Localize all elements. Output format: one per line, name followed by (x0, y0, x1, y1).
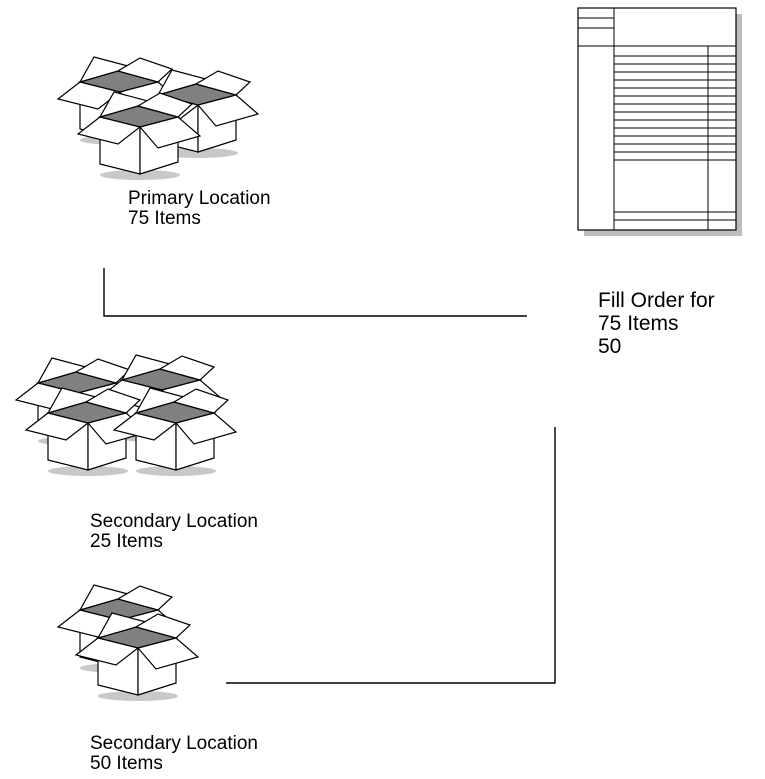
secondary-location-2-name: Secondary Location (90, 733, 258, 754)
primary-location-label: Primary Location 75 Items (128, 189, 271, 229)
fill-order-line-2: 75 Items (598, 312, 679, 335)
secondary-location-1-name: Secondary Location (90, 511, 258, 532)
secondary-box-stack-2 (58, 585, 198, 701)
secondary-location-1-quantity: 25 Items (90, 531, 163, 552)
primary-box-stack (58, 57, 258, 180)
primary-location-name: Primary Location (128, 188, 271, 209)
primary-location-quantity: 75 Items (128, 208, 201, 229)
secondary-location-2-quantity: 50 Items (90, 753, 163, 774)
fill-order-line-1: Fill Order for (598, 289, 715, 312)
secondary-connector (226, 427, 555, 683)
secondary-location-2-label: Secondary Location 50 Items (90, 734, 258, 774)
order-form-icon (578, 8, 742, 236)
fill-order-line-3: 50 (598, 335, 621, 358)
secondary-box-stack-1 (16, 355, 236, 476)
fill-order-label: Fill Order for 75 Items 50 (598, 289, 715, 358)
primary-connector (104, 268, 527, 316)
secondary-location-1-label: Secondary Location 25 Items (90, 512, 258, 552)
